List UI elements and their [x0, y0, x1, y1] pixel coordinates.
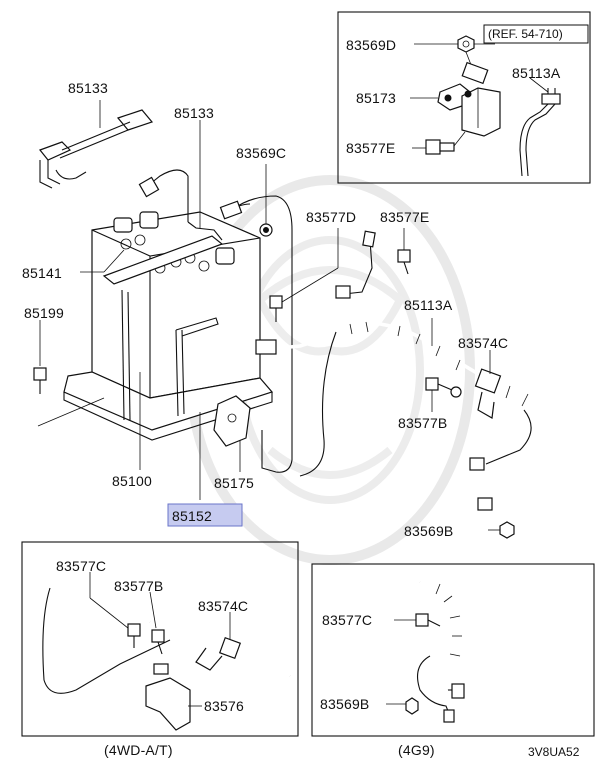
battery-85100-icon [63, 211, 274, 441]
label-83569c: 83569C [236, 145, 286, 161]
label-85152: 85152 [172, 508, 212, 524]
label-83577d: 83577D [306, 209, 356, 225]
figure-code: 3V8UA52 [528, 745, 580, 759]
label-83577e-inset: 83577E [346, 140, 395, 156]
bolt-83577e-main-icon [397, 249, 411, 275]
caption-4g9: (4G9) [398, 742, 435, 758]
label-83577b-inset-bl: 83577B [114, 578, 163, 594]
nut-83569b-br-icon [405, 697, 419, 715]
cable-short-icon [343, 239, 373, 295]
label-85173: 85173 [356, 90, 396, 106]
label-83577c-inset-bl: 83577C [56, 558, 106, 574]
label-85113a-main: 85113A [404, 297, 453, 313]
label-ref-54-710: (REF. 54-710) [488, 27, 563, 41]
terminal-85173-icon [437, 61, 501, 137]
bolt-83577c-inset-icon [127, 623, 141, 648]
label-85100: 85100 [112, 473, 152, 489]
label-83569d: 83569D [346, 37, 396, 53]
inset-bottom-left: 83577C 83577B 83574C 83576 [21, 541, 299, 737]
label-83569b-inset-br: 83569B [320, 696, 369, 712]
nut-83569d-icon [457, 35, 475, 53]
nut-83569b-icon [499, 521, 515, 539]
inset-top-right-frame [337, 11, 591, 184]
caption-4wd-at: (4WD-A/T) [104, 742, 173, 758]
leader-85113a-inset [529, 77, 549, 93]
cable-83569c-icon [219, 195, 293, 473]
cable-85113a-inset-icon [519, 88, 561, 177]
ref-box [483, 24, 589, 44]
bolt-83577c-br-icon [415, 613, 441, 627]
bracket-85175-icon [213, 395, 251, 447]
inset-bottom-left-frame [21, 541, 299, 737]
inset-top-right: 83569D (REF. 54-710) 85173 85113A 83577E [337, 11, 591, 184]
label-85133-left: 85133 [68, 80, 108, 96]
label-83576: 83576 [204, 698, 244, 714]
bolt-85199-icon [33, 367, 47, 394]
bracket-83576-icon [145, 663, 191, 731]
label-85113a-inset: 85113A [512, 65, 561, 81]
label-83577e-main: 83577E [380, 209, 429, 225]
inset-bottom-right-frame [311, 563, 595, 737]
clamp-85133-right-icon [138, 169, 223, 241]
label-85199: 85199 [24, 305, 64, 321]
label-83577c-inset-br: 83577C [322, 612, 372, 628]
clamp-85133-left-icon [39, 109, 154, 189]
label-85133-right: 85133 [174, 105, 214, 121]
harness-85113a-icon [255, 321, 554, 511]
label-83577b-main: 83577B [398, 415, 447, 431]
clamp-83574c-inset-icon [195, 636, 242, 671]
highlight-85152 [167, 503, 243, 527]
bolt-83577b-main-icon [425, 377, 462, 398]
label-83574c-inset-bl: 83574C [198, 598, 248, 614]
label-83574c-main: 83574C [458, 335, 508, 351]
main-assembly: 85133 85133 83569C 83577D 83577E 85141 8… [22, 80, 554, 539]
bolt-83577e-inset-icon [425, 139, 455, 155]
label-85175: 85175 [214, 475, 254, 491]
bolt-83577b-inset-icon [151, 629, 165, 655]
leader-83577b-inset [149, 591, 157, 629]
inset-bottom-right: 83577C 83569B [311, 563, 595, 737]
label-83569b-main: 83569B [404, 523, 453, 539]
label-85141: 85141 [22, 265, 62, 281]
clamp-83574c-icon [474, 368, 502, 419]
